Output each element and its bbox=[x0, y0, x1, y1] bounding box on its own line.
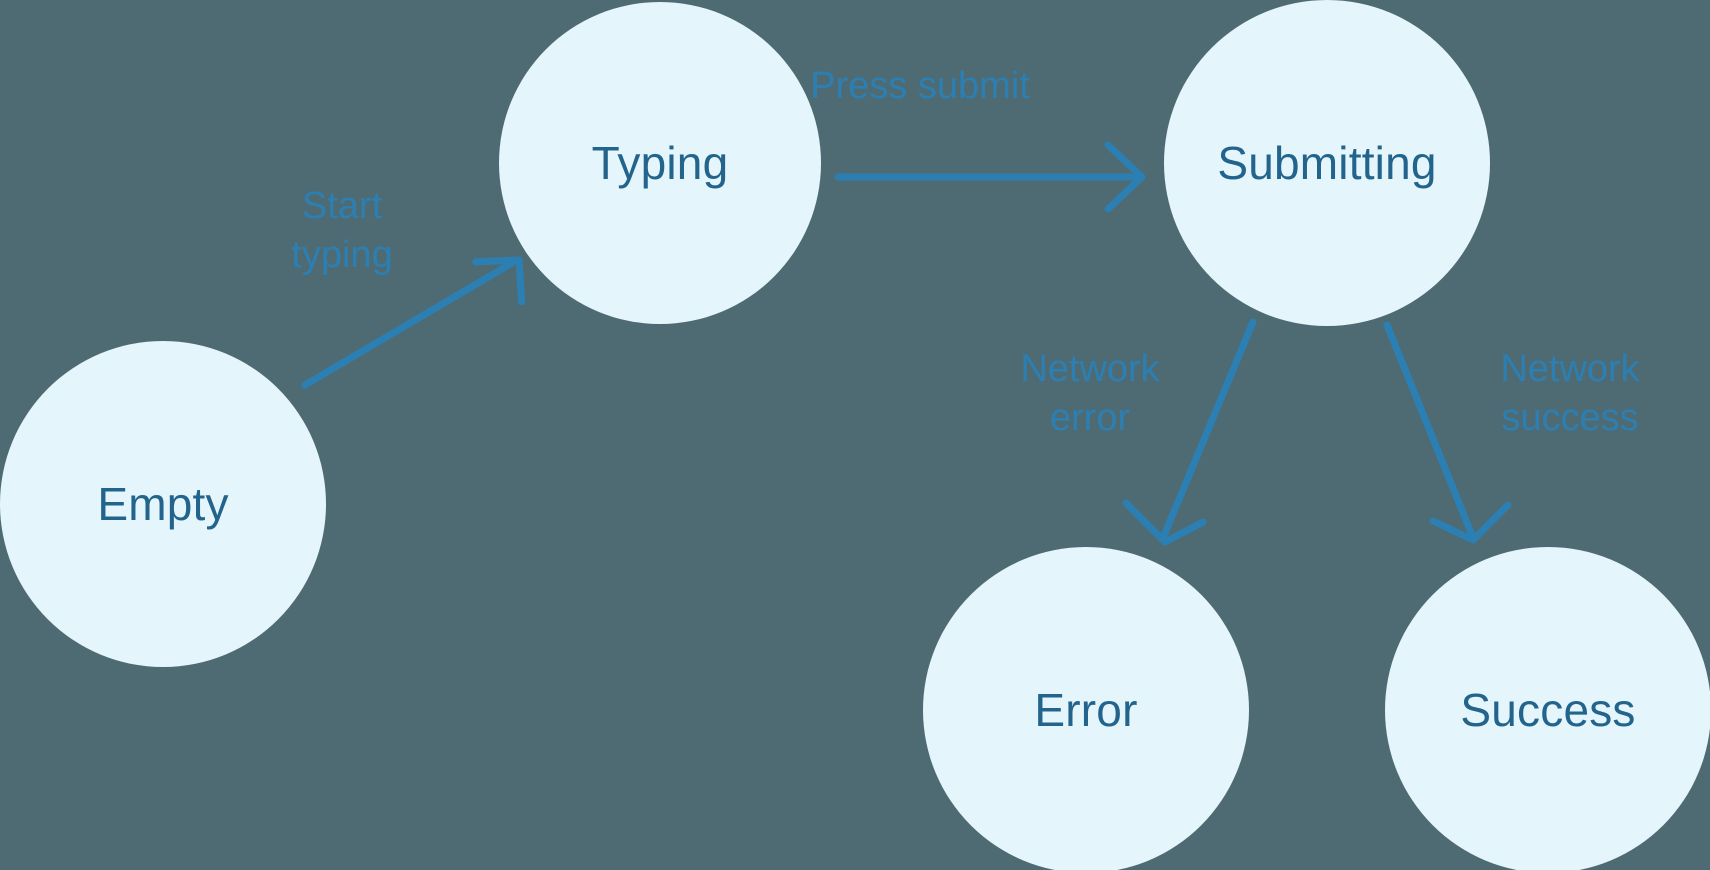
edge-typing-to-submitting bbox=[834, 141, 1146, 213]
edge-line-submitting-to-error bbox=[1159, 318, 1257, 542]
arrowhead-empty-to-typing bbox=[472, 256, 526, 306]
edge-submitting-to-error bbox=[1122, 318, 1257, 546]
state-label-typing: Typing bbox=[591, 137, 729, 189]
state-node-typing[interactable]: Typing bbox=[499, 2, 821, 324]
state-label-empty: Empty bbox=[97, 478, 229, 530]
state-label-success: Success bbox=[1460, 684, 1636, 736]
arrowhead-submitting-to-error bbox=[1122, 499, 1207, 546]
state-node-submitting[interactable]: Submitting bbox=[1164, 0, 1490, 326]
state-node-empty[interactable]: Empty bbox=[0, 341, 326, 667]
state-node-success[interactable]: Success bbox=[1385, 547, 1710, 870]
edge-line-submitting-to-success bbox=[1383, 321, 1476, 539]
edge-empty-to-typing bbox=[301, 256, 526, 389]
state-node-error[interactable]: Error bbox=[923, 547, 1249, 870]
state-label-error: Error bbox=[1034, 684, 1138, 736]
edge-line-empty-to-typing bbox=[301, 259, 516, 389]
arrowhead-typing-to-submitting bbox=[1104, 141, 1146, 213]
arrowhead-submitting-to-success bbox=[1429, 501, 1512, 544]
state-label-submitting: Submitting bbox=[1217, 137, 1437, 189]
edge-submitting-to-success bbox=[1383, 321, 1512, 544]
